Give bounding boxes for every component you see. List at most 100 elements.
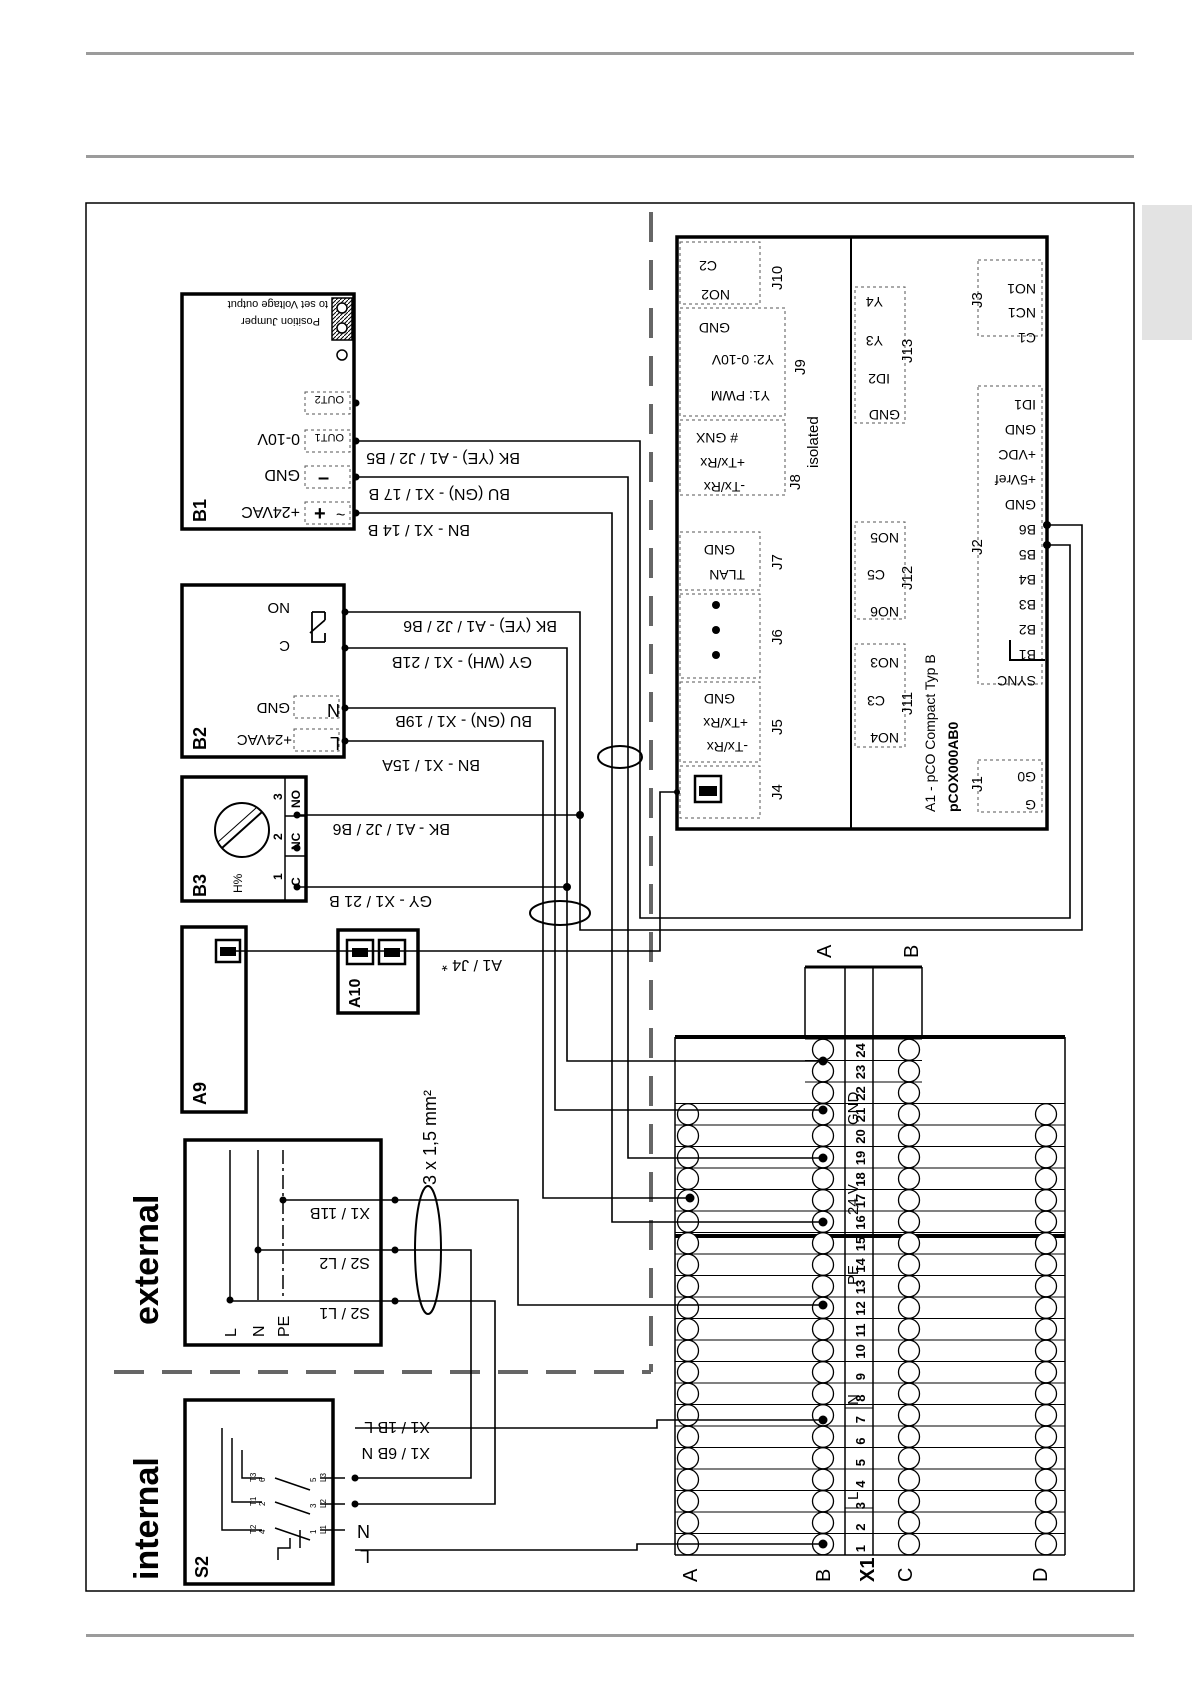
a1-j3-nc1: NC1	[1008, 305, 1036, 321]
b1-out1-label: OUT1	[315, 431, 344, 443]
x1-number-7: 7	[853, 1416, 868, 1423]
x1-terminal-16-d	[1034, 1210, 1058, 1233]
b1-24vac-label: +24VAC	[241, 503, 300, 520]
s2-pin-t3: T3	[249, 1472, 258, 1482]
a1-controller: J10 J9 J8 isolated J7 J6 J5 J4 J13 J12 J…	[675, 235, 1049, 831]
wire-bu-x1-19b: BU (GN) - X1 / 19B	[395, 712, 532, 729]
x1-terminal-9-b	[811, 1361, 835, 1384]
s2-pin-l3: L3	[319, 1473, 328, 1482]
a1-j2-sync: SYNC	[997, 673, 1036, 689]
x1-terminal-7-d	[1034, 1404, 1058, 1427]
x1-terminal-6-c	[897, 1425, 921, 1448]
b1-minus-sign: –	[318, 467, 329, 489]
x1-number-22: 22	[853, 1086, 868, 1100]
zone-external-label: external	[128, 1195, 166, 1325]
x1-terminal-21-a	[676, 1103, 700, 1126]
x1-number-1: 1	[853, 1545, 868, 1552]
x1-terminal-2-a	[676, 1511, 700, 1534]
x1-terminal-2-b	[811, 1511, 835, 1534]
a1-j2-b6: B6	[1019, 522, 1036, 538]
x1-number-20: 20	[853, 1129, 868, 1143]
footer-rule	[86, 1634, 1134, 1637]
x1-terminal-22-c	[897, 1081, 921, 1104]
a1-j2-vdc: +VDC	[998, 447, 1036, 463]
ext-l-label: L	[223, 1328, 240, 1337]
x1-terminal-5-a	[676, 1447, 700, 1470]
x1-terminal-18-d	[1034, 1167, 1058, 1190]
x1-terminal-10-b	[811, 1339, 835, 1362]
a1-j2-id1: ID1	[1014, 397, 1036, 413]
ext-pe-label: PE	[276, 1316, 293, 1337]
b1-plus-sign: +	[314, 503, 326, 525]
b1-id: B1	[190, 499, 210, 522]
a1-j2-name: J2	[969, 539, 986, 555]
x1-number-23: 23	[853, 1065, 868, 1079]
wire-cable-spec: 3 x 1,5 mm²	[420, 1090, 440, 1185]
a1-j9-y2: Y2: 0-10V	[711, 352, 774, 368]
x1-terminal-6-d	[1034, 1425, 1058, 1448]
a1-j10-name: J10	[769, 266, 786, 290]
x1-terminal-4-b	[811, 1468, 835, 1491]
x1-terminal-14-d	[1034, 1253, 1058, 1276]
a1-j11-no4: NO4	[870, 730, 899, 746]
x1-group-l: L	[845, 1492, 862, 1500]
wire-s2-l2: S2 / L2	[319, 1254, 370, 1271]
s2-pin-l2: L2	[319, 1499, 328, 1508]
b3-pin-3: 3	[271, 793, 285, 800]
a1-j4-name: J4	[769, 784, 786, 800]
x1-number-10: 10	[853, 1344, 868, 1358]
a1-j10-no2: NO2	[701, 287, 730, 303]
zone-internal-label: internal	[128, 1457, 166, 1580]
x1-terminal-16-c	[897, 1210, 921, 1233]
wire-bn-x1-15a: BN - X1 / 15A	[382, 756, 480, 773]
x1-terminal-20-a	[676, 1124, 700, 1147]
b1-jumper-line1: Position Jumper	[241, 315, 320, 327]
x1-number-8: 8	[853, 1395, 868, 1402]
x1-terminal-19-d	[1034, 1146, 1058, 1169]
a1-j1-name: J1	[969, 776, 986, 792]
x1-terminal-8-c	[897, 1382, 921, 1405]
x1-number-15: 15	[853, 1237, 868, 1251]
a1-j9-gnd: GND	[699, 320, 730, 336]
a1-j12-no6: NO6	[870, 604, 899, 620]
x1-row-b-top: B	[901, 945, 923, 958]
a1-j13-y4: Y4	[866, 294, 883, 310]
a1-j7-name: J7	[769, 554, 786, 570]
x1-terminal-8-a	[676, 1382, 700, 1405]
s2-switch: S2 T2 4 T1 2 T3 6 1 L1 3 L2 5 L3	[183, 1398, 370, 1586]
x1-terminal-15-d	[1034, 1232, 1058, 1255]
x1-terminal-12-d	[1034, 1296, 1058, 1319]
x1-number-9: 9	[853, 1373, 868, 1380]
x1-terminal-9-d	[1034, 1361, 1058, 1384]
x1-row-b-bottom: B	[813, 1569, 835, 1582]
x1-terminal-11-a	[676, 1318, 700, 1341]
b3-hygrostat: B3 H% 1 2 3 C NC NO	[180, 775, 308, 903]
a1-j13-y3: Y3	[866, 333, 883, 349]
a1-model: pCOX000AB0	[945, 722, 961, 812]
a1-j8-name: J8	[787, 474, 804, 490]
ext-n-label: N	[251, 1325, 268, 1337]
a1-j5-gnd: GND	[704, 691, 735, 707]
x1-terminal-14-c	[897, 1253, 921, 1276]
a1-j1-g: G	[1025, 797, 1036, 813]
a1-j11-no3: NO3	[870, 655, 899, 671]
x1-group-24v: 24 V	[845, 1184, 862, 1215]
x1-number-24: 24	[853, 1043, 868, 1058]
x1-number-2: 2	[853, 1524, 868, 1531]
a1-j2-b3: B3	[1019, 597, 1036, 613]
x1-terminal-15-b	[811, 1232, 835, 1255]
x1-terminal-19-c	[897, 1146, 921, 1169]
x1-number-5: 5	[853, 1459, 868, 1466]
x1-terminal-4-d	[1034, 1468, 1058, 1491]
b1-out2-label: OUT2	[315, 393, 344, 405]
s2-pin-1: 1	[309, 1529, 318, 1534]
a1-j12-no5: NO5	[870, 530, 899, 546]
x1-number-14: 14	[853, 1258, 868, 1273]
x1-number-21: 21	[853, 1108, 868, 1122]
s2-pin-6: 6	[258, 1477, 267, 1482]
s2-pin-l1: L1	[319, 1525, 328, 1534]
a1-j5-txrx-minus: -Tx/Rx	[707, 739, 748, 755]
wire-x1-11b: X1 / 11B	[310, 1204, 370, 1221]
x1-terminal-20-c	[897, 1124, 921, 1147]
